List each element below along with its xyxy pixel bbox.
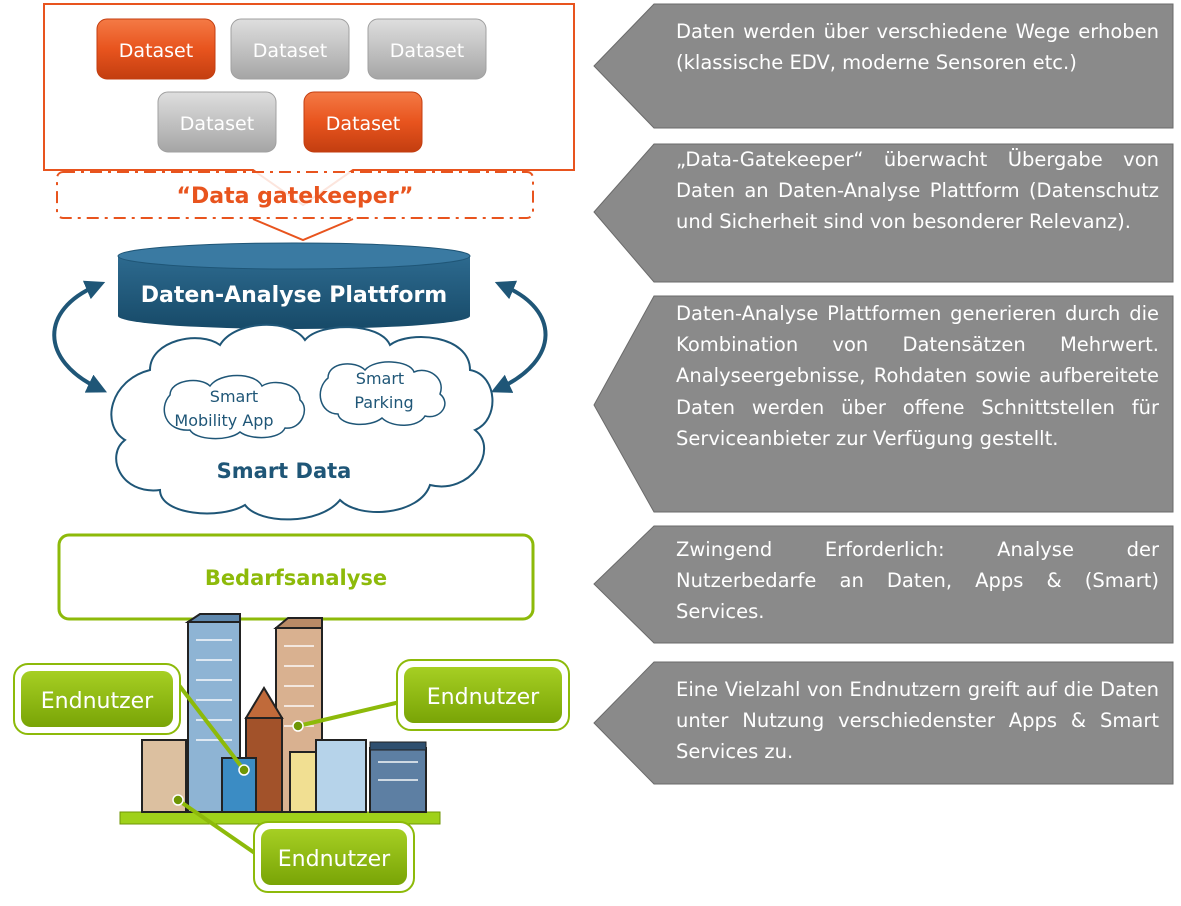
- left-exchange-arrow: [52, 280, 108, 393]
- enduser-label: Endnutzer: [41, 689, 154, 714]
- app-parking-line1: Smart: [356, 369, 404, 388]
- dataset-label: Dataset: [390, 40, 464, 62]
- dataset-box: Dataset: [367, 18, 487, 80]
- city-windows: [196, 639, 418, 781]
- dataset-box: Dataset: [96, 18, 216, 80]
- right-exchange-arrow: [490, 280, 548, 393]
- panel-text-gatekeeper: „Data-Gatekeeper“ überwacht Übergabe von…: [676, 148, 1159, 234]
- app-mobility-line1: Smart: [210, 387, 258, 406]
- demand-analysis-label: Bedarfsanalyse: [205, 566, 387, 590]
- enduser-badge: Endnutzer: [13, 663, 181, 735]
- dataset-label: Dataset: [119, 40, 193, 62]
- gatekeeper-label: “Data gatekeeper”: [177, 184, 414, 209]
- description-panel: [593, 525, 1174, 644]
- gatekeeper-box: [56, 171, 534, 219]
- funnel-tip: [252, 218, 354, 242]
- description-panel: [593, 295, 1174, 513]
- description-panel: [593, 3, 1174, 129]
- callout-line: [297, 700, 401, 728]
- enduser-badge: Endnutzer: [396, 659, 570, 731]
- callout-line: [173, 678, 246, 772]
- dataset-box: Dataset: [157, 91, 277, 153]
- panel-text-collection: Daten werden über verschiedene Wege erho…: [676, 20, 1159, 75]
- callout-dot: [172, 794, 184, 806]
- enduser-badge: Endnutzer: [253, 821, 415, 893]
- callout-line: [176, 798, 264, 860]
- platform-label: Daten-Analyse Plattform: [141, 283, 447, 308]
- description-panel: [593, 661, 1174, 785]
- enduser-label: Endnutzer: [427, 685, 540, 710]
- city-illustration: [119, 613, 441, 825]
- description-panel: [593, 143, 1174, 283]
- platform-cylinder: Daten-Analyse Plattform: [117, 242, 471, 329]
- app-parking-line2: Parking: [354, 393, 413, 412]
- panel-text-endusers: Eine Vielzahl von Endnutzern greift auf …: [676, 678, 1159, 764]
- callout-dot: [238, 764, 250, 776]
- enduser-label: Endnutzer: [278, 847, 391, 872]
- panel-text-platform: Daten-Analyse Plattformen generieren dur…: [676, 302, 1159, 450]
- dataset-box: Dataset: [230, 18, 350, 80]
- dataset-label: Dataset: [326, 113, 400, 135]
- dataset-label: Dataset: [180, 113, 254, 135]
- panel-text-demand: Zwingend Erforderlich: Analyse der Nutze…: [676, 538, 1159, 624]
- app-cloud: [319, 361, 446, 426]
- dataset-box: Dataset: [303, 91, 423, 153]
- app-cloud: [163, 374, 306, 440]
- smart-data-label: Smart Data: [217, 459, 352, 483]
- dataset-label: Dataset: [253, 40, 327, 62]
- app-mobility-line2: Mobility App: [174, 411, 273, 430]
- callout-dot: [292, 720, 304, 732]
